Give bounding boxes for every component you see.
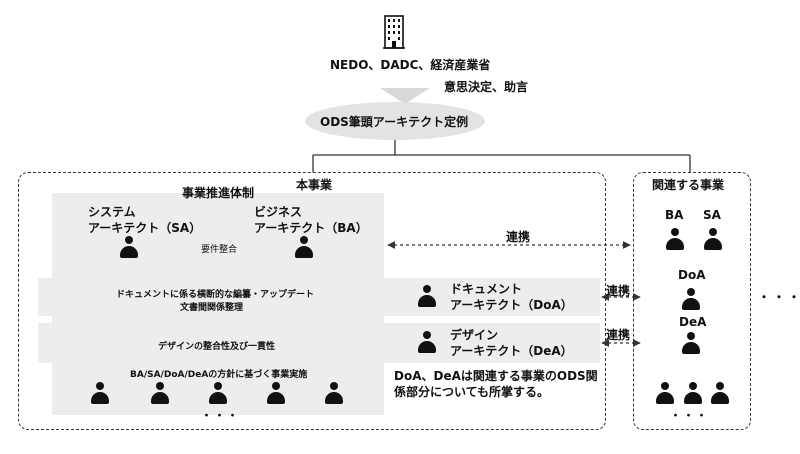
note-line1: DoA、DeAは関連する事業のODS関 <box>394 369 598 383</box>
outside-ellipsis: ・・・ <box>758 290 800 304</box>
related-dea-person-icon <box>681 332 701 354</box>
ba-label-line2: アーキテクト（BA） <box>254 221 368 235</box>
doa-label-line1: ドキュメント <box>450 282 523 296</box>
req-label: 要件整合 <box>201 245 238 255</box>
renkei-label-2: 連携 <box>606 284 631 298</box>
design-band-label: デザインの整合性及び一貫性 <box>158 342 276 352</box>
decision-down-arrow <box>380 88 430 104</box>
related-sa-label: SA <box>703 208 721 222</box>
related-dea-label: DeA <box>679 315 707 329</box>
main-project-box <box>18 172 606 430</box>
related-project-title: 関連する事業 <box>652 178 725 192</box>
related-doa-label: DoA <box>678 268 706 282</box>
related-staff-person-icon-3 <box>710 382 730 404</box>
org-label: NEDO、DADC、経済産業省 <box>330 58 491 72</box>
sa-label-line1: システム <box>88 205 136 219</box>
meeting-ellipse <box>305 102 485 140</box>
doc-band <box>38 278 600 316</box>
design-band <box>38 323 600 363</box>
renkei-label-1: 連携 <box>506 230 531 244</box>
related-staff-person-icon-1 <box>655 382 675 404</box>
doc-band-line2: 文書間関係整理 <box>180 303 244 313</box>
note-line2: 係部分についても所掌する。 <box>394 385 550 399</box>
dea-person-icon <box>417 331 437 353</box>
dea-label-line1: デザイン <box>450 328 499 342</box>
dea-label-line2: アーキテクト（DeA） <box>450 344 573 358</box>
staff-person-icon-5 <box>324 382 344 404</box>
related-staff-person-icon-2 <box>683 382 703 404</box>
staff-ellipsis: ・・・ <box>201 409 240 422</box>
related-doa-person-icon <box>681 288 701 310</box>
related-ba-label: BA <box>665 208 684 222</box>
main-project-title: 本事業 <box>296 178 333 192</box>
building-icon <box>383 14 405 50</box>
doa-person-icon <box>417 285 437 307</box>
doc-band-line1: ドキュメントに係る横断的な編纂・アップデート <box>116 290 315 300</box>
structure-title: 事業推進体制 <box>182 186 255 200</box>
policy-label: BA/SA/DoA/DeAの方針に基づく事業実施 <box>130 370 308 380</box>
related-sa-person-icon <box>703 228 723 250</box>
staff-person-icon-3 <box>208 382 228 404</box>
related-project-box <box>633 172 751 430</box>
ba-label-line1: ビジネス <box>254 205 303 219</box>
sa-label-line2: アーキテクト（SA） <box>88 221 202 235</box>
sa-person-icon <box>119 236 139 258</box>
staff-person-icon-2 <box>150 382 170 404</box>
ba-person-icon <box>294 236 314 258</box>
related-staff-ellipsis: ・・・ <box>670 409 709 422</box>
decision-label: 意思決定、助言 <box>444 80 529 94</box>
staff-person-icon-1 <box>90 382 110 404</box>
renkei-label-3: 連携 <box>606 328 631 342</box>
meeting-label: ODS筆頭アーキテクト定例 <box>320 115 469 129</box>
doa-label-line2: アーキテクト（DoA） <box>450 298 573 312</box>
related-ba-person-icon <box>665 228 685 250</box>
staff-person-icon-4 <box>266 382 286 404</box>
